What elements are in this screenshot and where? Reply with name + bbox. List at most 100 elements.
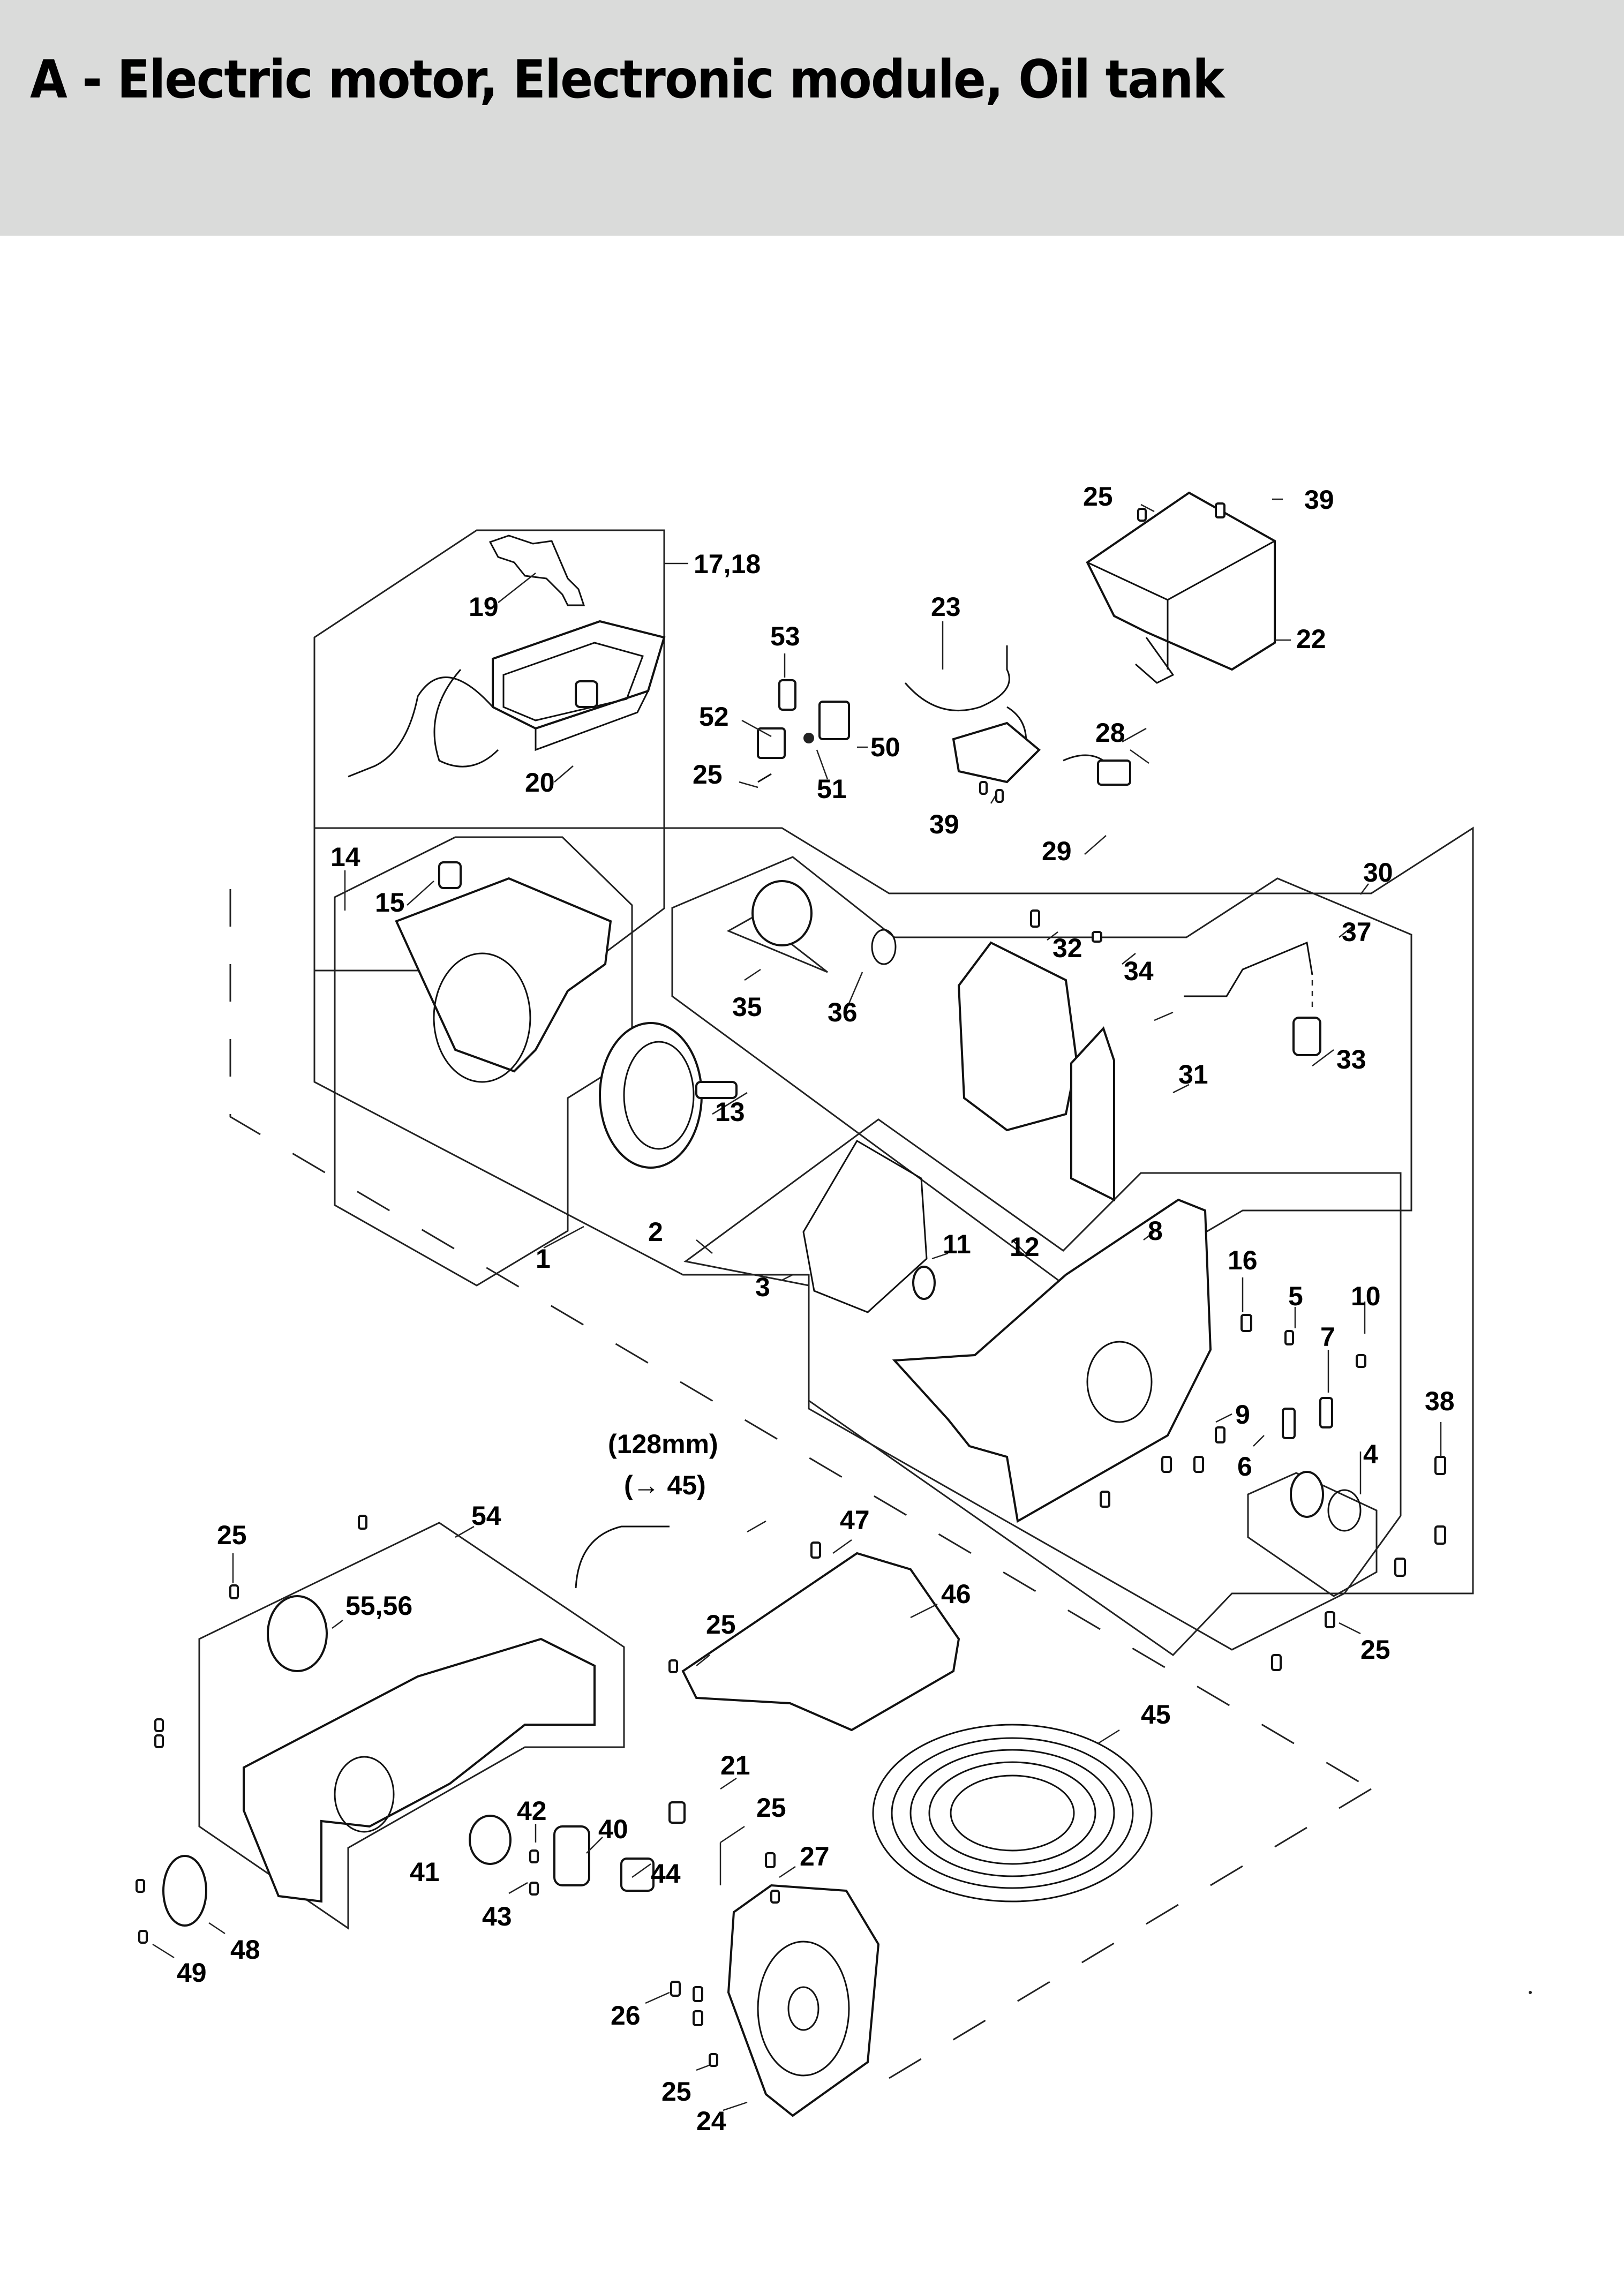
group-box-4	[1247, 1472, 1378, 1597]
loose-screws	[136, 502, 1225, 2067]
label-25-left: 25	[217, 1520, 247, 1550]
label-25-tank: 25	[1083, 482, 1113, 512]
label-42: 42	[517, 1796, 547, 1826]
label-25-right: 25	[1360, 1635, 1390, 1665]
part-54-housing	[243, 1637, 596, 1903]
part-46-cover	[681, 1552, 960, 1732]
part-51-spring	[803, 733, 814, 743]
group-box-14	[334, 836, 633, 1287]
part-gasket	[488, 535, 585, 606]
callout-labels: 17,18 19 20 53 52 50 51 25 23 25 39 22 2…	[177, 482, 1455, 2136]
group-box-2	[683, 1118, 1402, 1651]
part-wiring-harness	[904, 645, 1041, 784]
part-24-housing	[727, 1884, 880, 2117]
label-20: 20	[525, 768, 555, 798]
part-33-filter	[1292, 1017, 1321, 1056]
label-39-module: 39	[929, 809, 959, 839]
part-35-cap	[751, 880, 813, 946]
label-26: 26	[611, 2001, 641, 2031]
label-22: 22	[1296, 624, 1326, 654]
part-37-hose	[1184, 941, 1313, 997]
label-9: 9	[1235, 1400, 1250, 1430]
label-28: 28	[1095, 718, 1125, 748]
leader-lines	[152, 498, 1442, 2111]
label-25-lower: 25	[756, 1793, 786, 1823]
label-17-18: 17,18	[694, 549, 761, 579]
part-crankcase	[892, 1198, 1212, 1523]
dashed-outline-upper	[229, 889, 1372, 1790]
label-16: 16	[1228, 1245, 1258, 1275]
label-2: 2	[648, 1217, 663, 1247]
label-53: 53	[770, 621, 800, 651]
label-25-bottom: 25	[661, 2077, 691, 2107]
label-30: 30	[1363, 858, 1393, 888]
part-4-bearing	[1290, 1471, 1324, 1518]
label-44: 44	[651, 1859, 681, 1889]
label-38: 38	[1425, 1386, 1455, 1416]
part-53	[778, 679, 796, 711]
label-6: 6	[1237, 1452, 1252, 1482]
part-29-cable	[1063, 754, 1104, 762]
label-hose-ref: (→ 45)	[624, 1470, 706, 1500]
label-10: 10	[1351, 1281, 1381, 1311]
stray-mark	[1529, 1991, 1532, 1994]
label-55-56: 55,56	[345, 1591, 412, 1621]
part-28	[1135, 637, 1175, 684]
dashed-outline-lower	[889, 1788, 1372, 2079]
part-29	[1097, 759, 1131, 786]
label-31: 31	[1178, 1059, 1208, 1089]
label-36: 36	[828, 997, 858, 1027]
screw-25-a	[757, 773, 772, 783]
label-43: 43	[482, 1901, 512, 1931]
group-box-30	[671, 856, 1412, 1303]
label-45: 45	[1141, 1700, 1171, 1729]
label-39-top: 39	[1304, 485, 1334, 515]
label-21: 21	[720, 1750, 750, 1780]
label-41: 41	[410, 1857, 440, 1887]
part-48-cap	[162, 1855, 207, 1927]
part-15	[438, 861, 462, 889]
part-4-circlip	[1327, 1489, 1362, 1532]
part-44-worm	[620, 1858, 655, 1892]
part-41-ring	[469, 1815, 512, 1865]
label-1: 1	[536, 1244, 551, 1274]
label-52: 52	[699, 702, 729, 732]
part-rotor	[599, 1022, 738, 1169]
label-46: 46	[941, 1579, 971, 1609]
part-oil-line-128mm	[575, 1525, 670, 1589]
group-box-1	[313, 826, 1474, 1656]
label-19: 19	[469, 592, 499, 622]
part-3-gasket	[802, 1139, 928, 1313]
page-title: A - Electric motor, Electronic module, O…	[30, 49, 1224, 110]
label-34: 34	[1124, 956, 1154, 986]
part-21-clip	[668, 1801, 686, 1824]
label-11: 11	[943, 1229, 971, 1259]
part-31-cover	[957, 941, 1078, 1132]
label-25-cover: 25	[706, 1610, 736, 1640]
label-25-switch: 25	[693, 759, 723, 789]
part-11-seal	[912, 1266, 936, 1300]
label-33: 33	[1336, 1044, 1366, 1074]
part-32	[1030, 909, 1040, 928]
label-37: 37	[1342, 917, 1372, 947]
label-49: 49	[177, 1958, 207, 1988]
label-24: 24	[696, 2106, 726, 2136]
part-motor-housing	[395, 877, 612, 1083]
label-47: 47	[840, 1505, 870, 1535]
label-3: 3	[755, 1272, 770, 1302]
label-48: 48	[230, 1935, 260, 1965]
label-14: 14	[330, 842, 360, 872]
label-23: 23	[931, 592, 961, 622]
part-34	[1092, 931, 1102, 943]
page-header: A - Electric motor, Electronic module, O…	[0, 0, 1624, 236]
label-50: 50	[870, 732, 900, 762]
part-36-oring	[871, 929, 897, 965]
label-4: 4	[1363, 1439, 1378, 1469]
part-electronic-module	[348, 620, 666, 778]
part-55-56-plate	[267, 1595, 328, 1672]
label-35: 35	[732, 992, 762, 1022]
label-27: 27	[800, 1841, 830, 1871]
label-hose-length: (128mm)	[608, 1429, 718, 1459]
label-40: 40	[598, 1814, 628, 1844]
